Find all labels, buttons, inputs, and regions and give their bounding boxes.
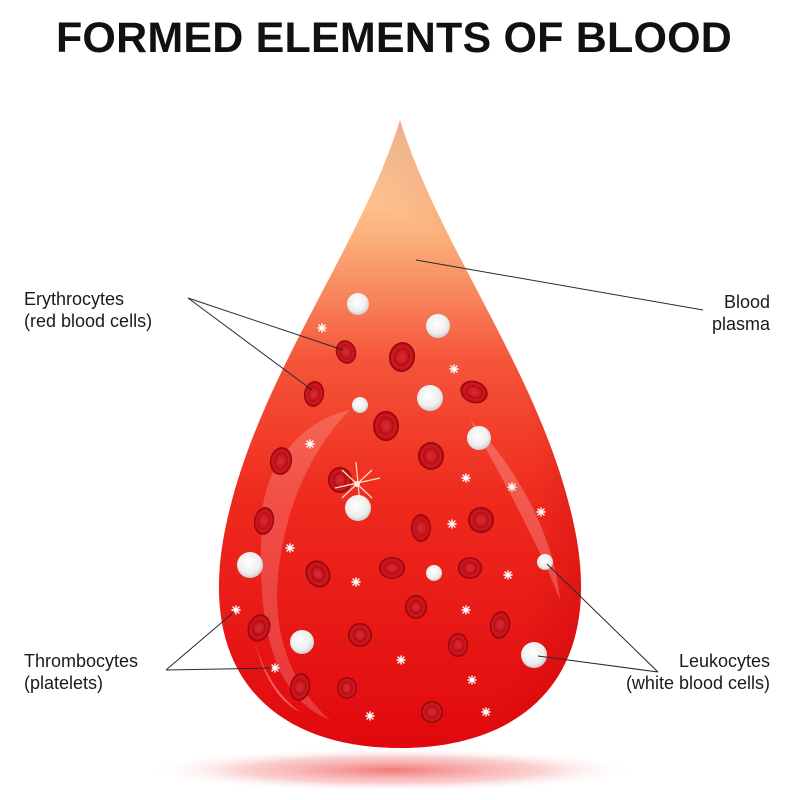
red-blood-cell xyxy=(348,623,372,647)
platelet xyxy=(270,663,280,673)
platelet xyxy=(467,675,477,685)
platelet xyxy=(481,707,491,717)
drop-shadow xyxy=(147,748,637,792)
red-blood-cell xyxy=(247,614,271,642)
erythrocytes-label-line1: Erythrocytes xyxy=(24,289,125,309)
thrombocytes-leader-2 xyxy=(165,667,273,671)
red-blood-cell xyxy=(489,611,511,639)
platelet xyxy=(449,364,459,374)
platelet xyxy=(461,605,471,615)
white-blood-cells xyxy=(237,293,553,668)
red-blood-cell xyxy=(335,340,357,364)
platelet xyxy=(503,570,513,580)
leukocytes-leader-1 xyxy=(546,563,659,673)
platelet xyxy=(305,439,315,449)
white-blood-cell xyxy=(417,385,443,411)
leukocytes-leader-2 xyxy=(537,655,659,673)
red-blood-cell xyxy=(468,507,494,533)
white-blood-cell xyxy=(345,495,371,521)
white-blood-cell xyxy=(352,397,368,413)
red-blood-cell xyxy=(411,514,431,542)
platelet xyxy=(536,507,546,517)
plasma-label-line1: Blood xyxy=(723,292,770,312)
white-blood-cell xyxy=(237,552,263,578)
leukocytes-label: Leukocytes (white blood cells) xyxy=(626,650,770,694)
plasma-label-line2: plasma xyxy=(711,314,770,334)
page-title: FORMED ELEMENTS OF BLOOD xyxy=(55,14,733,62)
white-blood-cell xyxy=(426,314,450,338)
platelet xyxy=(351,577,361,587)
red-blood-cell xyxy=(305,560,331,588)
red-blood-cell xyxy=(458,557,482,579)
white-blood-cell xyxy=(426,565,442,581)
leukocytes-label-line2: (white blood cells) xyxy=(625,673,770,693)
thrombocytes-label-line1: Thrombocytes xyxy=(24,651,139,671)
drop-highlight xyxy=(260,410,350,720)
erythrocytes-leader-2 xyxy=(187,297,313,391)
platelet xyxy=(317,323,327,333)
platelet xyxy=(447,519,457,529)
white-blood-cell xyxy=(290,630,314,654)
red-blood-cell xyxy=(418,442,444,470)
platelet xyxy=(396,655,406,665)
red-blood-cell xyxy=(289,673,311,701)
platelets xyxy=(231,323,546,721)
red-blood-cell xyxy=(253,507,275,535)
thrombocytes-label-line2: (platelets) xyxy=(24,673,104,693)
red-blood-cell xyxy=(388,342,416,372)
leukocytes-label-line1: Leukocytes xyxy=(678,651,770,671)
red-blood-cell xyxy=(269,447,293,475)
thrombocytes-label: Thrombocytes (platelets) xyxy=(24,650,138,694)
erythrocytes-leader-1 xyxy=(187,297,344,351)
platelet xyxy=(285,543,295,553)
red-blood-cell xyxy=(421,701,443,723)
red-blood-cell xyxy=(328,467,352,493)
thrombocytes-leader-1 xyxy=(165,611,235,671)
erythrocytes-label: Erythrocytes (red blood cells) xyxy=(24,288,152,332)
platelet xyxy=(365,711,375,721)
red-blood-cells xyxy=(247,340,511,723)
leader-lines xyxy=(165,259,704,673)
white-blood-cell xyxy=(521,642,547,668)
plasma-label: Blood plasma xyxy=(712,291,770,335)
white-blood-cell xyxy=(347,293,369,315)
platelet xyxy=(461,473,471,483)
red-blood-cell xyxy=(448,633,468,657)
white-blood-cell xyxy=(467,426,491,450)
red-blood-cell xyxy=(337,677,357,699)
erythrocytes-label-line2: (red blood cells) xyxy=(24,311,153,331)
red-blood-cell xyxy=(460,380,488,404)
platelet xyxy=(507,482,517,492)
sparkle-highlight xyxy=(334,461,381,506)
red-blood-cell xyxy=(405,595,427,619)
red-blood-cell xyxy=(373,411,399,441)
plasma-leader xyxy=(415,259,704,311)
red-blood-cell xyxy=(379,557,405,579)
